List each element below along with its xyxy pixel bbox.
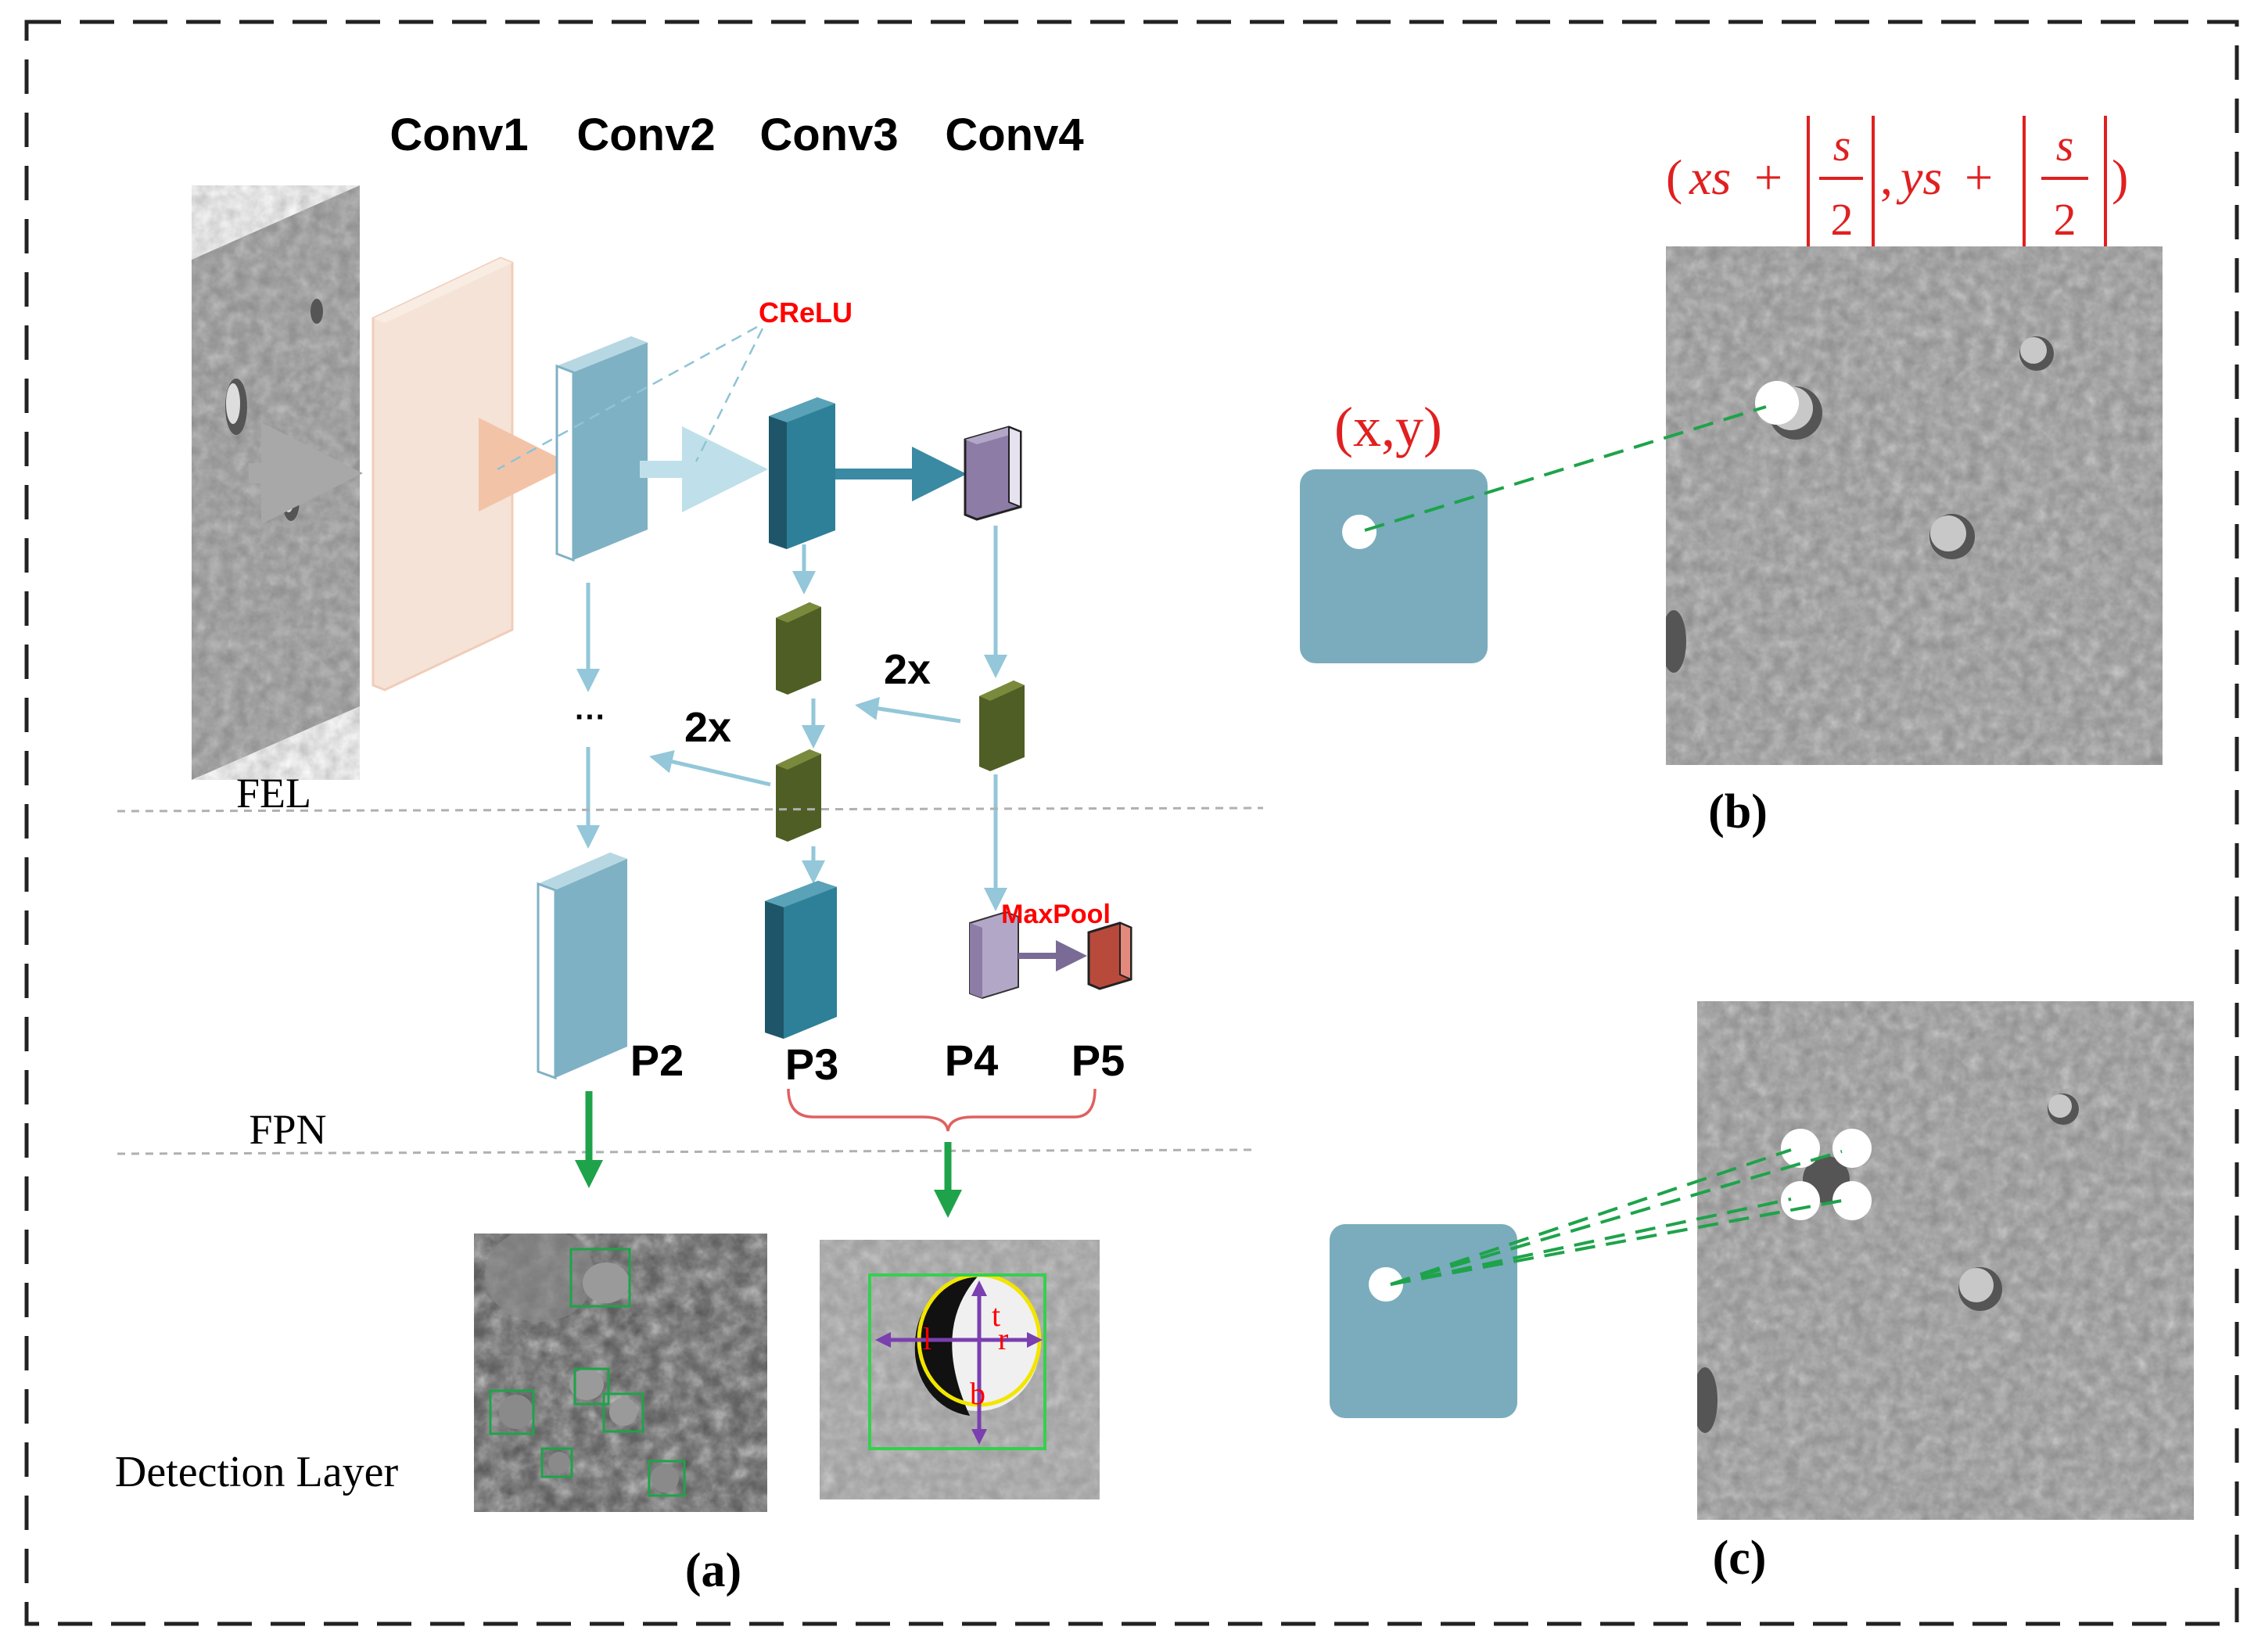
feature-point-c bbox=[1369, 1267, 1403, 1302]
header-conv3: Conv3 bbox=[759, 110, 898, 160]
formula-ys: ys bbox=[1896, 149, 1942, 205]
p5-label: P5 bbox=[1071, 1036, 1125, 1085]
header-conv1: Conv1 bbox=[389, 110, 528, 160]
formula-xs: xs bbox=[1689, 149, 1731, 205]
detection-boxes-small bbox=[489, 1248, 686, 1497]
crater-points-c bbox=[1781, 1129, 1872, 1220]
conv2-block bbox=[555, 336, 648, 562]
feature-map-cell-c bbox=[1330, 1224, 1517, 1418]
upsample-left-label: 2x bbox=[684, 704, 731, 751]
panel-c-label: (c) bbox=[1713, 1532, 1767, 1585]
p4-block bbox=[969, 910, 1019, 1000]
mapping-line-b bbox=[1364, 405, 1767, 532]
formula-plus-2: + bbox=[1965, 149, 1993, 205]
formula-mapping: ( xs + s 2 , ys + s 2 ) bbox=[1666, 116, 2128, 253]
lateral-block-upper bbox=[776, 602, 821, 695]
panel-a-label: (a) bbox=[685, 1544, 741, 1597]
box-param-l: l bbox=[923, 1321, 931, 1356]
crelu-dash-1 bbox=[497, 325, 758, 471]
p3-label: P3 bbox=[785, 1040, 839, 1089]
conv3-block bbox=[769, 397, 835, 549]
crater-image-c bbox=[1697, 1001, 2194, 1520]
formula-open-paren: ( bbox=[1666, 149, 1682, 205]
formula-s-1: s bbox=[1833, 120, 1851, 171]
box-param-b: b bbox=[970, 1376, 985, 1411]
formula-close-paren: ) bbox=[2112, 149, 2128, 205]
p3-p5-brace bbox=[787, 1088, 1097, 1132]
crelu-label: CReLU bbox=[759, 296, 853, 329]
formula-s-2: s bbox=[2056, 120, 2074, 171]
box-param-t: t bbox=[992, 1298, 1000, 1333]
upsample-right-arrow bbox=[855, 696, 961, 724]
conv4-block bbox=[964, 426, 1022, 521]
lateral-block-right bbox=[979, 681, 1025, 771]
fel-label: FEL bbox=[236, 770, 311, 817]
p4-label: P4 bbox=[945, 1036, 999, 1085]
fpn-label: FPN bbox=[249, 1106, 326, 1153]
input-image bbox=[192, 185, 363, 780]
formula-comma: , bbox=[1880, 149, 1893, 205]
upsample-left-arrow bbox=[649, 750, 771, 787]
mapping-lines-c bbox=[1390, 1148, 1843, 1286]
crater-bounding-box bbox=[868, 1273, 1046, 1450]
p2-label: P2 bbox=[630, 1036, 684, 1085]
detection-image-small-craters bbox=[474, 1234, 767, 1512]
feature-map-cell-b bbox=[1300, 469, 1488, 663]
crelu-dash-2 bbox=[695, 328, 764, 462]
maxpool-label: MaxPool bbox=[1001, 900, 1111, 929]
outer-dashed-border bbox=[24, 20, 2239, 1626]
crater-image-b bbox=[1666, 246, 2163, 765]
lateral-block-lower bbox=[776, 749, 821, 842]
feature-point-b bbox=[1342, 515, 1377, 549]
box-param-r: r bbox=[998, 1321, 1008, 1356]
p3-block bbox=[765, 881, 837, 1039]
header-conv2: Conv2 bbox=[576, 110, 715, 160]
detection-layer-label: Detection Layer bbox=[115, 1448, 399, 1496]
p5-block bbox=[1087, 921, 1132, 990]
conv1-block bbox=[372, 257, 514, 691]
header-conv4: Conv4 bbox=[945, 110, 1083, 160]
upsample-right-label: 2x bbox=[884, 646, 931, 693]
ellipsis-label: ··· bbox=[575, 700, 606, 734]
formula-two-2: 2 bbox=[2054, 194, 2077, 245]
fpn-divider bbox=[117, 1148, 1252, 1155]
xy-label: (x,y) bbox=[1334, 396, 1442, 458]
formula-two-1: 2 bbox=[1831, 194, 1854, 245]
p2-block bbox=[537, 853, 627, 1080]
formula-plus-1: + bbox=[1754, 149, 1782, 205]
panel-b-label: (b) bbox=[1708, 785, 1768, 839]
crater-point-b bbox=[1755, 381, 1799, 425]
